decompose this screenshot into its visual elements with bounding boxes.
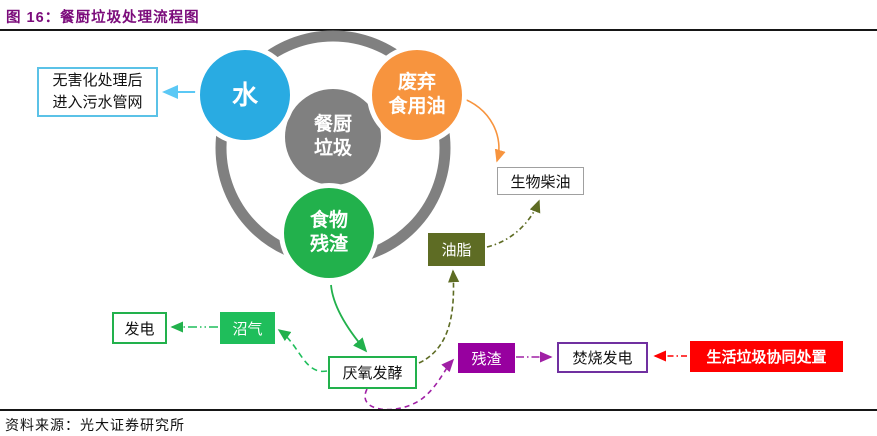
msw-codisposal-label: 生活垃圾协同处置 <box>706 349 827 366</box>
biogas-label: 沼气 <box>232 320 263 338</box>
arrow-anaerobic-to-biogas <box>277 329 328 372</box>
sewage-note-line2: 进入污水管网 <box>52 94 143 111</box>
arrow-grease-to-biodiesel <box>486 199 541 248</box>
arrow-oil-to-biodiesel <box>458 96 506 163</box>
source-text: 资料来源：光大证券研究所 <box>5 419 185 434</box>
arrow-anaerobic-to-grease <box>418 269 460 364</box>
residue-box: 残渣 <box>458 343 515 373</box>
kitchen-waste-label-line1: 餐厨 <box>313 114 352 136</box>
incineration-power-label: 焚烧发电 <box>572 350 633 367</box>
sewage-note-line1: 无害化处理后 <box>52 71 143 89</box>
power-generation-box: 发电 <box>112 312 167 344</box>
biodiesel-box: 生物柴油 <box>497 167 584 195</box>
water-node-label: 水 <box>231 79 258 110</box>
biodiesel-label: 生物柴油 <box>510 173 571 191</box>
water-node: 水 <box>195 45 295 145</box>
grease-label: 油脂 <box>441 242 472 259</box>
food-residue-label-line2: 残渣 <box>309 234 348 255</box>
food-residue-node: 食物 残渣 <box>279 183 379 283</box>
waste-oil-label-line1: 废弃 <box>397 72 436 94</box>
food-residue-label-line1: 食物 <box>309 210 348 232</box>
grease-box: 油脂 <box>428 233 485 266</box>
biogas-box: 沼气 <box>220 312 275 344</box>
kitchen-waste-node <box>285 89 381 185</box>
waste-oil-node: 废弃 食用油 <box>367 45 467 145</box>
title-divider-line <box>0 29 877 31</box>
kitchen-waste-label-line2: 垃圾 <box>313 138 352 159</box>
residue-label: 残渣 <box>471 350 502 368</box>
arrow-food-to-anaerobic <box>330 284 368 353</box>
waste-oil-label-line2: 食用油 <box>388 96 446 117</box>
source-divider-line <box>0 409 877 411</box>
anaerobic-fermentation-box: 厌氧发酵 <box>328 356 417 389</box>
kitchen-waste-label: 餐厨 垃圾 <box>288 97 378 177</box>
msw-codisposal-box: 生活垃圾协同处置 <box>690 341 843 372</box>
sewage-note-box: 无害化处理后 进入污水管网 <box>37 67 158 117</box>
power-generation-label: 发电 <box>124 320 155 338</box>
figure-title: 图 16：餐厨垃圾处理流程图 <box>6 10 200 26</box>
anaerobic-fermentation-label: 厌氧发酵 <box>342 365 403 382</box>
incineration-power-box: 焚烧发电 <box>557 342 648 373</box>
